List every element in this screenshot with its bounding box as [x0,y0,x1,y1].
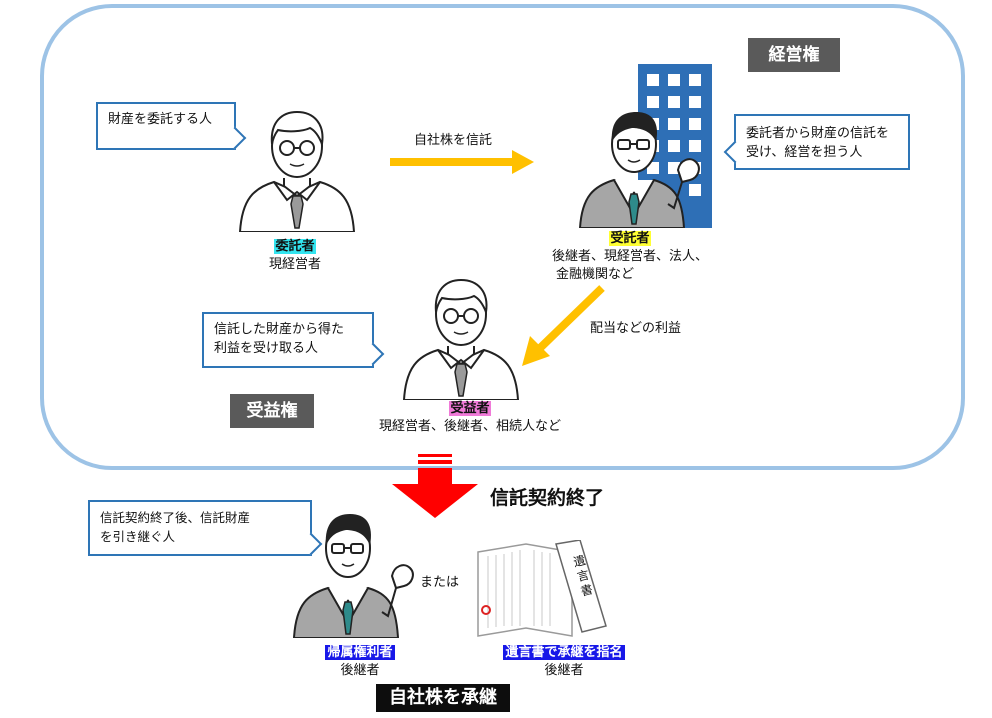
will-document-icon [477,540,607,637]
trustee-speech-bubble: 委託者から財産の信託を 受け、経営を担う人 [723,114,910,170]
trustee-desc-line2: 金融機関など [556,267,635,282]
trustee-businessman-icon [578,112,700,228]
trust-end-label: 信託契約終了 [490,487,605,509]
will-role-label: 遺言書で承継を指名 [503,645,625,660]
beneficiary-elderly-man-icon [402,278,520,400]
trustee-desc-line1: 後継者、現経営者、法人、 [551,249,708,264]
residual-role-label: 帰属権利者 [325,645,395,660]
beneficiary-role-label: 受益者 [449,401,491,416]
entrustor-elderly-man-icon [238,110,356,232]
beneficiary-bubble-line2: 利益を受け取る人 [214,341,319,356]
entrustor-role-label: 委託者 [274,239,316,254]
entrustor-desc: 現経営者 [268,257,321,272]
residual-bubble-line1: 信託契約終了後、信託財産 [100,510,251,525]
management-rights-label: 経営権 [748,38,840,72]
residual-bubble-line2: を引き継ぐ人 [100,529,176,544]
entrustor-speech-bubble: 財産を委託する人 [96,102,247,150]
dividend-arrow [522,285,605,366]
trustee-role-label: 受託者 [609,231,651,246]
entrustor-bubble-text: 財産を委託する人 [108,112,213,127]
trustee-caption: 受託者 後継者、現経営者、法人、 金融機関など [540,230,720,284]
beneficial-rights-label: 受益権 [230,394,314,428]
dividend-arrow-label: 配当などの利益 [590,321,682,336]
will-desc: 後継者 [544,663,584,678]
residual-desc: 後継者 [340,663,380,678]
trustee-bubble-line1: 委託者から財産の信託を [746,126,890,141]
residual-speech-bubble: 信託契約終了後、信託財産 を引き継ぐ人 [88,500,323,556]
trustee-bubble-line2: 受け、経営を担う人 [746,145,863,160]
residual-caption: 帰属権利者 後継者 [300,644,420,680]
residual-beneficiary-businessman-icon [292,514,414,638]
trust-structure-frame [40,4,965,470]
transfer-arrow-label: 自社株を信託 [414,133,493,148]
beneficiary-bubble-line1: 信託した財産から得た [214,322,345,337]
will-caption: 遺言書で承継を指名 後継者 [474,644,654,680]
beneficiary-speech-bubble: 信託した財産から得た 利益を受け取る人 [202,312,385,368]
or-label: または [420,575,460,590]
trust-end-arrow [392,454,478,518]
beneficiary-caption: 受益者 現経営者、後継者、相続人など [360,400,580,436]
entrustor-caption: 委託者 現経営者 [240,238,350,274]
beneficiary-desc: 現経営者、後継者、相続人など [378,419,561,434]
transfer-arrow [390,150,534,174]
inherit-stock-label: 自社株を承継 [376,684,510,712]
